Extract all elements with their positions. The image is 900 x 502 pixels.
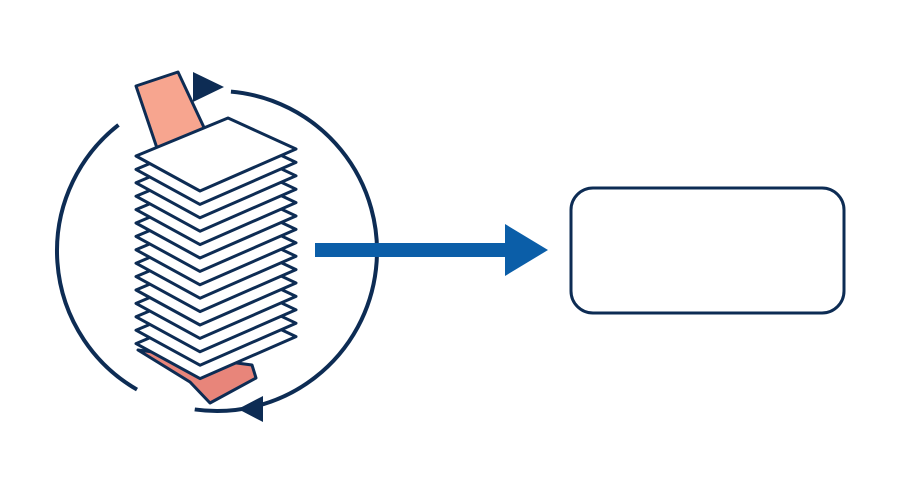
cycle-arrowhead-top xyxy=(193,72,224,102)
cycle-arc xyxy=(55,123,139,392)
output-box xyxy=(569,186,846,315)
cycle-arrowhead-bottom xyxy=(238,396,263,422)
paper-stack-icon xyxy=(134,116,298,381)
cycle-arc xyxy=(194,89,379,413)
flow-arrow-icon xyxy=(315,224,548,276)
cycle-arrow-icon xyxy=(55,72,379,422)
paper-sheet xyxy=(134,116,298,193)
